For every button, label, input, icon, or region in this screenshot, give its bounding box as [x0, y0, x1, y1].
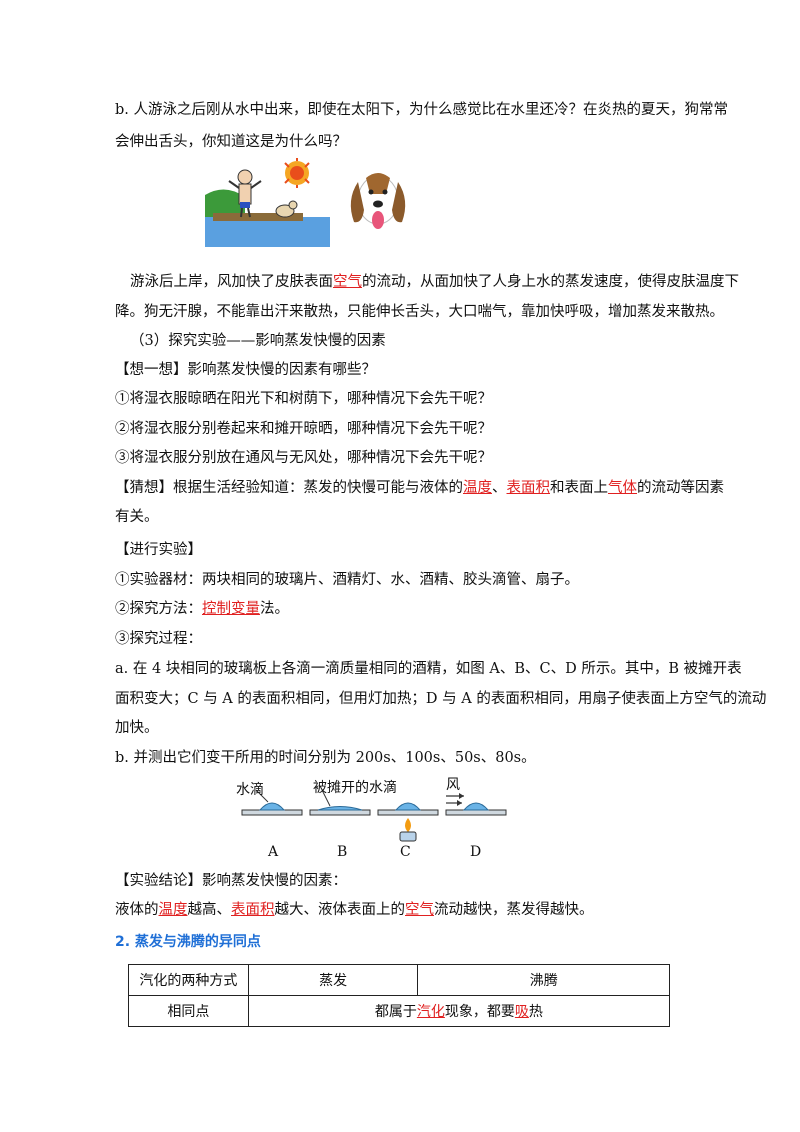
answer-text: 游泳后上岸，风加快了皮肤表面 — [130, 274, 333, 290]
think-q3: ③将湿衣服分别放在通风与无风处，哪种情况下会先干呢？ — [115, 450, 492, 466]
guess-text: 、 — [492, 480, 507, 496]
table-text: 热 — [528, 1004, 543, 1020]
conclusion-text: 液体的 — [115, 902, 159, 918]
conclusion-line: 液体的温度越高、表面积越大、液体表面上的空气流动越快，蒸发得越快。 — [115, 900, 594, 920]
conclusion-text: 越高、 — [187, 902, 232, 918]
evaporation-figure — [241, 789, 507, 842]
guess-text: 的流动等因素 — [637, 480, 724, 496]
experiment-a-line2: 面积变大；C 与 A 的表面积相同，但用灯加热；D 与 A 的表面积相同，用扇子… — [115, 691, 767, 707]
table-cell-similarity: 都属于汽化现象，都要吸热 — [247, 995, 671, 1027]
method-text: ②探究方法： — [115, 601, 202, 617]
answer-text: 的流动，从面加快了人身上水的蒸发速度，使得皮肤温度下 — [362, 274, 739, 290]
dog-illustration — [344, 160, 412, 245]
comparison-table: 汽化的两种方式 蒸发 沸腾 相同点 都属于汽化现象，都要吸热 — [128, 964, 671, 1027]
method-fill-control-variables: 控制变量 — [202, 601, 260, 617]
figure-caption-b: B — [337, 844, 348, 860]
experiment-a-line1: a. 在 4 块相同的玻璃板上各滴一滴质量相同的酒精，如图 A、B、C、D 所示… — [115, 661, 742, 677]
conclusion-text: 流动越快，蒸发得越快。 — [434, 902, 594, 918]
table-text: 都属于 — [374, 1004, 417, 1020]
guess-line1: 【猜想】根据生活经验知道：蒸发的快慢可能与液体的温度、表面积和表面上气体的流动等… — [115, 478, 724, 498]
experiment-b: b. 并测出它们变干所用的时间分别为 200s、100s、50s、80s。 — [115, 750, 536, 766]
conclusion-fill-surface-area: 表面积 — [231, 902, 275, 918]
guess-fill-temperature: 温度 — [463, 480, 492, 496]
experiment-a-line3: 加快。 — [115, 720, 159, 736]
experiment-materials: ①实验器材：两块相同的玻璃片、酒精灯、水、酒精、胶头滴管、扇子。 — [115, 572, 579, 588]
figure-caption-d: D — [470, 844, 482, 860]
figure-label-wind: 风 — [446, 777, 460, 793]
conclusion-title: 【实验结论】影响蒸发快慢的因素： — [115, 873, 347, 889]
guess-text: 和表面上 — [550, 480, 608, 496]
answer-line2: 降。狗无汗腺，不能靠出汗来散热，只能伸长舌头，大口喘气，靠加快呼吸，增加蒸发来散… — [115, 304, 724, 320]
answer-line1: 游泳后上岸，风加快了皮肤表面空气的流动，从面加快了人身上水的蒸发速度，使得皮肤温… — [130, 272, 739, 292]
table-header-cell: 蒸发 — [247, 964, 419, 996]
figure-caption-a: A — [268, 844, 279, 860]
figure-label-spread-drop: 被摊开的水滴 — [313, 780, 397, 796]
conclusion-fill-air: 空气 — [405, 902, 434, 918]
figure-caption-c: C — [400, 844, 411, 860]
section-heading-2: 2. 蒸发与沸腾的异同点 — [115, 934, 261, 950]
think-q2: ②将湿衣服分别卷起来和摊开晾晒，哪种情况下会先干呢？ — [115, 421, 492, 437]
think-title: 【想一想】影响蒸发快慢的因素有哪些？ — [115, 362, 376, 378]
conclusion-text: 越大、液体表面上的 — [274, 902, 406, 918]
conclusion-fill-temperature: 温度 — [158, 902, 188, 918]
guess-fill-gas: 气体 — [608, 480, 637, 496]
experiment-method: ②探究方法：控制变量法。 — [115, 599, 289, 619]
figure-label-water-drop: 水滴 — [236, 782, 264, 798]
think-q1: ①将湿衣服晾晒在阳光下和树荫下，哪种情况下会先干呢？ — [115, 391, 492, 407]
experiment-process: ③探究过程： — [115, 631, 202, 647]
method-text: 法。 — [260, 601, 289, 617]
table-header-cell: 沸腾 — [417, 964, 670, 996]
experiment-title: 【进行实验】 — [115, 542, 202, 558]
table-fill-absorb: 吸 — [514, 1004, 529, 1020]
guess-text: 【猜想】根据生活经验知道：蒸发的快慢可能与液体的 — [115, 480, 463, 496]
answer-fill-air: 空气 — [333, 274, 362, 290]
question-b-line2: 会伸出舌头，你知道这是为什么吗？ — [115, 134, 347, 150]
table-header-cell: 汽化的两种方式 — [128, 964, 249, 996]
question-b-line1: b. 人游泳之后刚从水中出来，即使在太阳下，为什么感觉比在水里还冷？在炎热的夏天… — [115, 102, 728, 118]
table-row: 汽化的两种方式 蒸发 沸腾 — [128, 964, 670, 996]
guess-fill-surface-area: 表面积 — [506, 480, 551, 496]
table-row: 相同点 都属于汽化现象，都要吸热 — [128, 995, 671, 1027]
swimmer-illustration — [205, 158, 330, 247]
table-text: 现象，都要 — [444, 1004, 515, 1020]
section-3-title: （3）探究实验——影响蒸发快慢的因素 — [130, 333, 386, 349]
table-row-label: 相同点 — [128, 995, 249, 1027]
guess-line2: 有关。 — [115, 509, 159, 525]
table-fill-vaporization: 汽化 — [416, 1004, 445, 1020]
